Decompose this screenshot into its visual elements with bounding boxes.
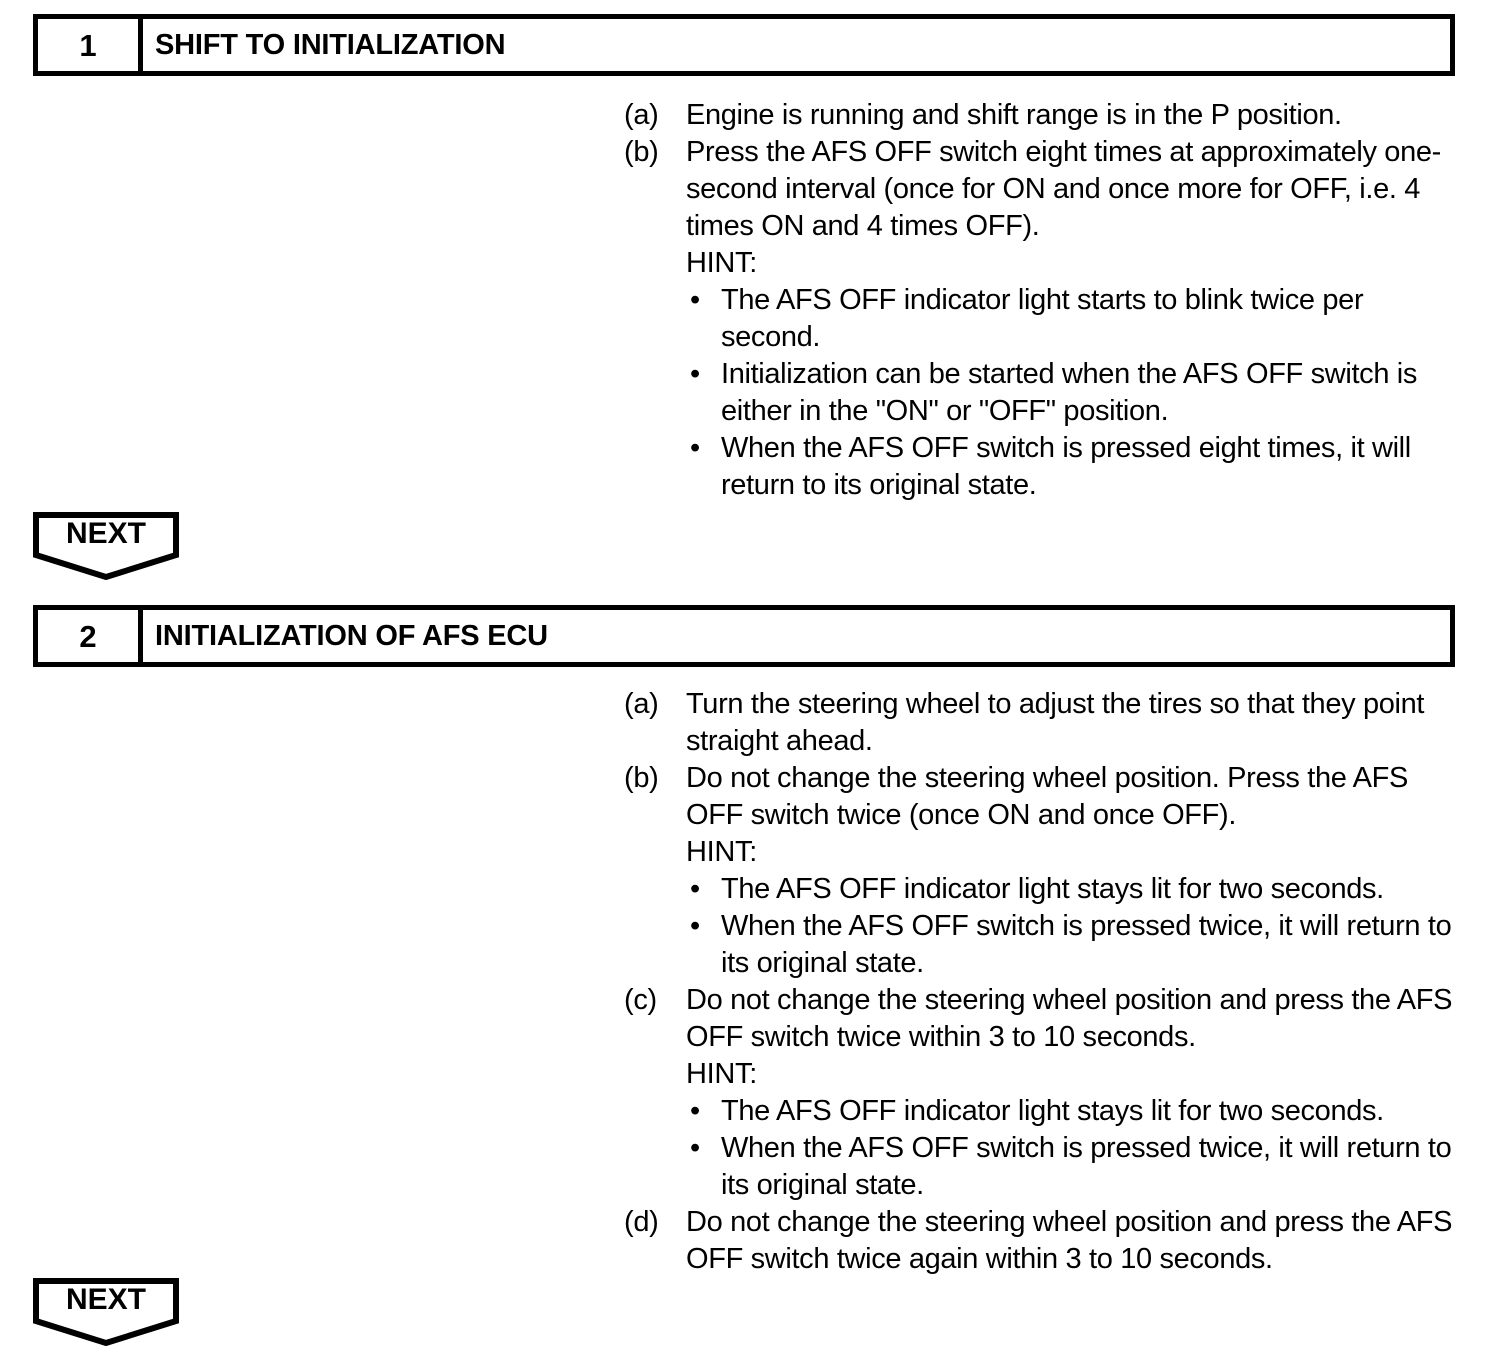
- step-2-item-b-hint-label: HINT:: [686, 836, 758, 868]
- step-1-body: (a) Engine is running and shift range is…: [624, 97, 1464, 504]
- hint-bullet-text: When the AFS OFF switch is pressed eight…: [721, 432, 1411, 501]
- step-1-item-b: (b) Press the AFS OFF switch eight times…: [624, 134, 1464, 245]
- step-1-number: 1: [79, 27, 97, 63]
- bullet-dot-icon: •: [690, 873, 701, 905]
- next-badge-2[interactable]: NEXT: [33, 1278, 179, 1346]
- hint-bullet: • The AFS OFF indicator light stays lit …: [686, 871, 1464, 908]
- hint-bullet: • When the AFS OFF switch is pressed eig…: [686, 430, 1464, 504]
- step-2-title: INITIALIZATION OF AFS ECU: [155, 619, 548, 652]
- hint-bullet-text: The AFS OFF indicator light starts to bl…: [721, 284, 1364, 353]
- item-marker: (b): [624, 762, 659, 794]
- step-2-item-c: (c) Do not change the steering wheel pos…: [624, 982, 1464, 1056]
- hint-bullet-text: When the AFS OFF switch is pressed twice…: [721, 1132, 1452, 1201]
- bullet-dot-icon: •: [690, 358, 701, 390]
- step-2-item-b-hint-list: • The AFS OFF indicator light stays lit …: [686, 871, 1464, 982]
- step-2-item-b: (b) Do not change the steering wheel pos…: [624, 760, 1464, 834]
- step-2-title-cell: INITIALIZATION OF AFS ECU: [143, 610, 1450, 662]
- step-2-item-c-hint-label: HINT:: [686, 1058, 758, 1090]
- hint-bullet-text: The AFS OFF indicator light stays lit fo…: [721, 873, 1384, 905]
- step-1-item-a: (a) Engine is running and shift range is…: [624, 97, 1464, 134]
- bullet-dot-icon: •: [690, 432, 701, 464]
- step-2-item-a: (a) Turn the steering wheel to adjust th…: [624, 686, 1464, 760]
- hint-bullet-text: When the AFS OFF switch is pressed twice…: [721, 910, 1452, 979]
- hint-bullet: • The AFS OFF indicator light stays lit …: [686, 1093, 1464, 1130]
- bullet-dot-icon: •: [690, 910, 701, 942]
- item-text: Press the AFS OFF switch eight times at …: [686, 136, 1441, 242]
- item-marker: (c): [624, 984, 657, 1016]
- step-1-item-b-hint-label: HINT:: [686, 247, 758, 279]
- item-text: Do not change the steering wheel positio…: [686, 762, 1408, 831]
- chevron-down-badge-icon: [33, 512, 179, 580]
- item-text: Do not change the steering wheel positio…: [686, 984, 1453, 1053]
- step-2-number: 2: [79, 618, 97, 654]
- step-1-header: 1 SHIFT TO INITIALIZATION: [33, 14, 1455, 76]
- item-text: Do not change the steering wheel positio…: [686, 1206, 1453, 1275]
- step-1-title-cell: SHIFT TO INITIALIZATION: [143, 19, 1450, 71]
- chevron-down-badge-icon: [33, 1278, 179, 1346]
- step-1-number-cell: 1: [38, 19, 143, 71]
- hint-bullet-text: Initialization can be started when the A…: [721, 358, 1418, 427]
- item-marker: (b): [624, 136, 659, 168]
- hint-bullet: • The AFS OFF indicator light starts to …: [686, 282, 1464, 356]
- item-marker: (a): [624, 99, 659, 131]
- step-1-item-b-hint-list: • The AFS OFF indicator light starts to …: [686, 282, 1464, 504]
- hint-bullet: • When the AFS OFF switch is pressed twi…: [686, 1130, 1464, 1204]
- item-text: Engine is running and shift range is in …: [686, 99, 1342, 131]
- bullet-dot-icon: •: [690, 284, 701, 316]
- step-2-item-d: (d) Do not change the steering wheel pos…: [624, 1204, 1464, 1278]
- hint-bullet-text: The AFS OFF indicator light stays lit fo…: [721, 1095, 1384, 1127]
- item-marker: (d): [624, 1206, 659, 1238]
- bullet-dot-icon: •: [690, 1132, 701, 1164]
- step-2-header: 2 INITIALIZATION OF AFS ECU: [33, 605, 1455, 667]
- step-1-title: SHIFT TO INITIALIZATION: [155, 28, 506, 61]
- step-2-item-c-hint-list: • The AFS OFF indicator light stays lit …: [686, 1093, 1464, 1204]
- step-2-body: (a) Turn the steering wheel to adjust th…: [624, 686, 1464, 1278]
- step-2-number-cell: 2: [38, 610, 143, 662]
- next-badge-1-label: NEXT: [65, 517, 146, 550]
- hint-bullet: • Initialization can be started when the…: [686, 356, 1464, 430]
- next-badge-1[interactable]: NEXT: [33, 512, 179, 580]
- hint-bullet: • When the AFS OFF switch is pressed twi…: [686, 908, 1464, 982]
- item-marker: (a): [624, 688, 659, 720]
- bullet-dot-icon: •: [690, 1095, 701, 1127]
- item-text: Turn the steering wheel to adjust the ti…: [686, 688, 1425, 757]
- next-badge-2-label: NEXT: [65, 1283, 146, 1316]
